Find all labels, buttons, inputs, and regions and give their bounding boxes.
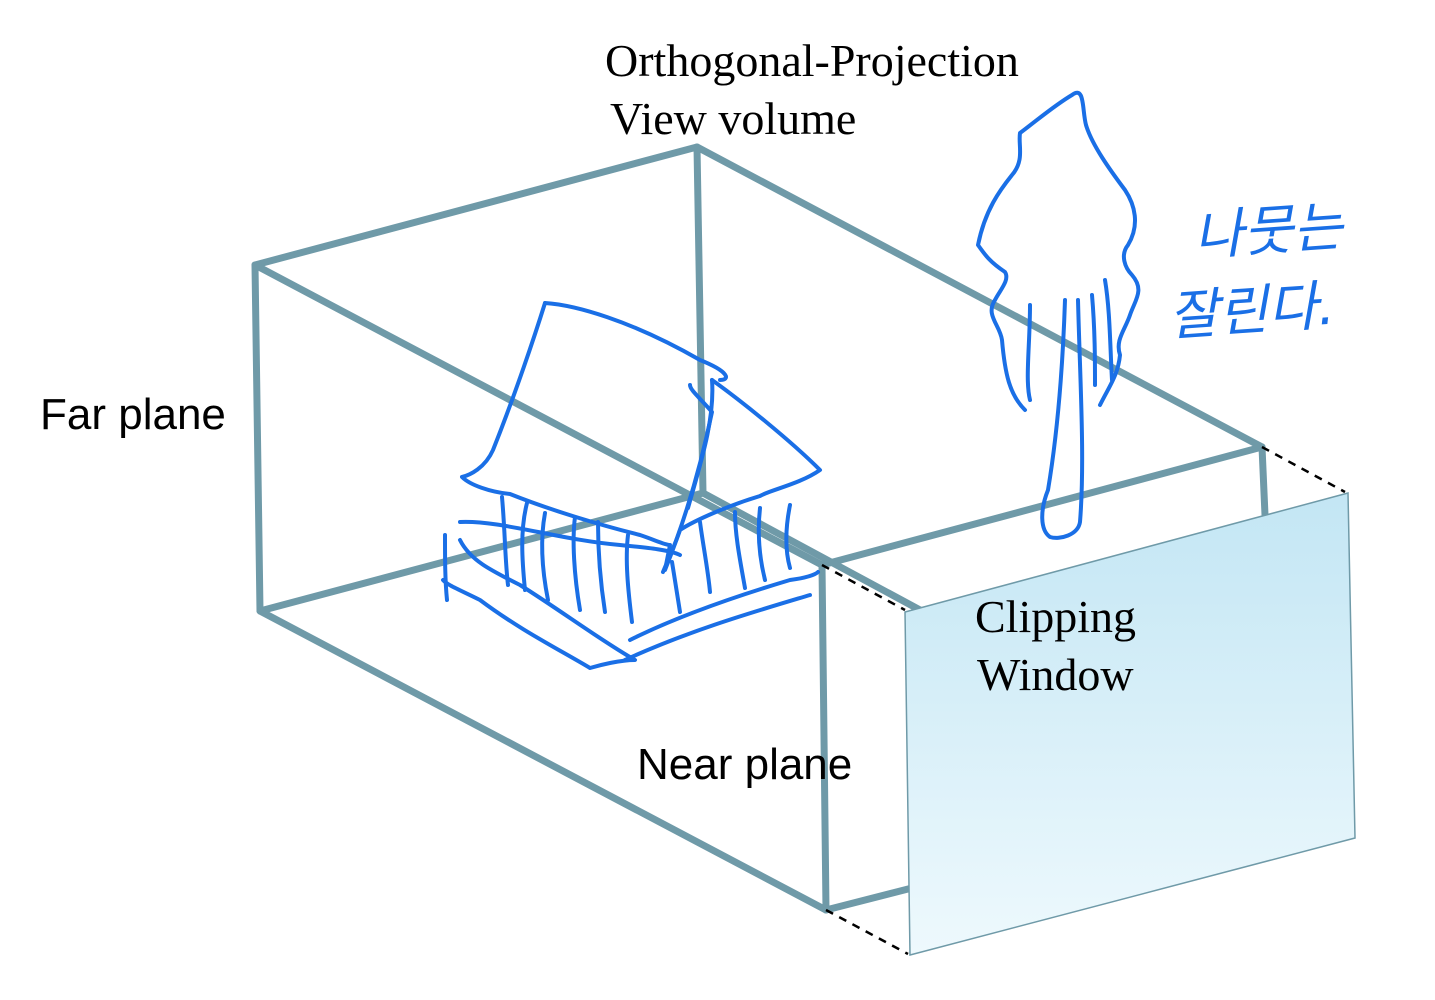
house-roof-right (661, 378, 822, 574)
handwritten-note-line1: 나뭇는 (1192, 195, 1347, 268)
house-sketch (441, 301, 822, 670)
house-pillar (540, 511, 550, 602)
far-plane-rect (251, 143, 707, 615)
top-right-edge (693, 143, 1266, 451)
dash-bottom-left (825, 908, 909, 956)
house-pillar (520, 501, 529, 592)
handwritten-note-line2: 잘린다. (1167, 274, 1337, 348)
tree-line (1103, 278, 1114, 382)
diagram-title-line2: View volume (610, 93, 857, 144)
tree-canopy (976, 90, 1141, 412)
clipping-window-plane (904, 492, 1356, 956)
house-base-left (443, 533, 449, 602)
house-base-right-front (628, 570, 820, 642)
far-plane-label: Far plane (40, 390, 226, 439)
house-roof-ridge (543, 301, 728, 382)
house-pillar (698, 520, 712, 594)
house-pillar (756, 506, 767, 582)
view-volume-box (251, 143, 1269, 914)
near-bottom-edge (822, 884, 916, 914)
clipping-window-label-line1: Clipping (975, 591, 1137, 642)
tree-sketch (976, 90, 1141, 540)
house-pillar (571, 515, 582, 612)
house-base-right-lower (623, 593, 812, 662)
dash-top-right (1261, 445, 1346, 494)
house-pillar (500, 495, 510, 587)
tree-line (1025, 303, 1032, 402)
tree-line (1090, 293, 1097, 387)
near-left-vertical-edge (818, 561, 830, 914)
house-roof-right-edge (686, 378, 715, 510)
bottom-back-edge (699, 489, 924, 614)
house-pillar (670, 560, 682, 614)
tree-trunk (1040, 298, 1085, 540)
near-plane-label: Near plane (637, 740, 853, 789)
clipping-window-label-line2: Window (977, 649, 1134, 700)
house-pillar (624, 533, 634, 624)
near-right-vertical-edge (1258, 443, 1269, 519)
projection-dashed-lines (821, 445, 1346, 956)
bottom-left-edge (256, 607, 830, 914)
house-pillar (784, 503, 792, 570)
house-pillar (596, 520, 607, 614)
house-base-front (441, 538, 637, 670)
house-pillar (733, 510, 747, 590)
dash-top-left (821, 563, 906, 612)
diagram-title-line1: Orthogonal-Projection (605, 35, 1019, 86)
house-roof-left (460, 301, 714, 572)
